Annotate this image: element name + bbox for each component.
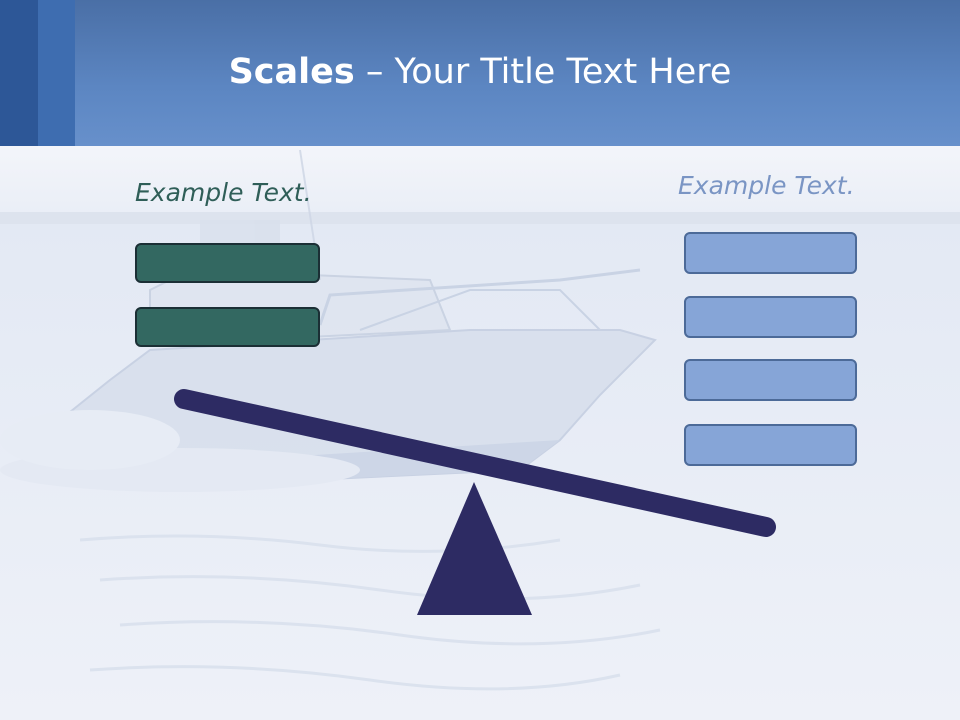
right-example-label: Example Text. — [678, 171, 855, 200]
right-box-4[interactable] — [684, 424, 857, 466]
slide-title: Scales – Your Title Text Here — [0, 52, 960, 92]
title-rest: – Your Title Text Here — [354, 52, 732, 92]
left-example-label: Example Text. — [135, 178, 312, 207]
left-box-2[interactable] — [135, 307, 320, 347]
header-accent-stripe-mid — [38, 0, 75, 146]
right-box-3[interactable] — [684, 359, 857, 401]
header-accent-stripe-dark — [0, 0, 38, 146]
right-box-1[interactable] — [684, 232, 857, 274]
left-box-1[interactable] — [135, 243, 320, 283]
title-bold: Scales — [228, 52, 355, 92]
header-band: Scales – Your Title Text Here — [0, 0, 960, 146]
right-box-2[interactable] — [684, 296, 857, 338]
